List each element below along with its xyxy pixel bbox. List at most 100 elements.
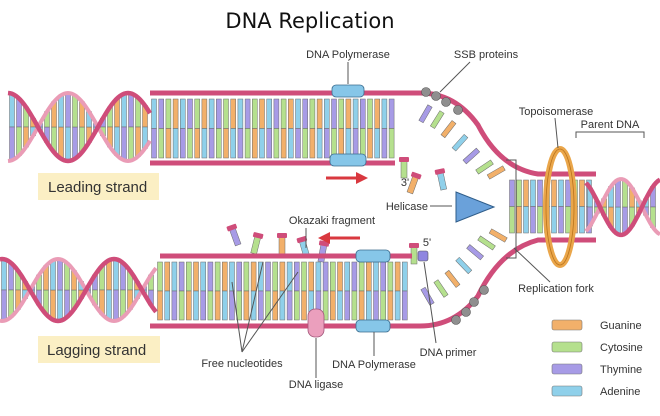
base-pair-top xyxy=(295,98,301,129)
dna-polymerase-top-lower xyxy=(329,153,367,167)
base-pair-bottom xyxy=(551,206,557,234)
unpaired-base xyxy=(462,147,481,165)
base-pair-bottom xyxy=(330,290,336,321)
base-pair-top xyxy=(381,98,388,129)
base-pair-top xyxy=(121,93,127,128)
base-pair-top xyxy=(509,179,515,207)
base-pair-bottom xyxy=(201,128,208,159)
free-nucleotide xyxy=(317,240,330,263)
base-pair-bottom xyxy=(50,259,56,291)
base-pair-top xyxy=(58,126,64,159)
base-pair-bottom xyxy=(360,128,366,159)
base-pair-top xyxy=(186,261,192,292)
base-pair-top xyxy=(216,98,222,129)
base-pair-top xyxy=(367,98,373,129)
base-pair-top xyxy=(237,98,244,129)
base-pair-top xyxy=(402,261,408,292)
legend-label-cytosine: Cytosine xyxy=(600,342,643,354)
base-pair-top xyxy=(394,261,401,292)
base-pair-top xyxy=(308,261,314,292)
base-pair-top xyxy=(387,261,394,292)
five-prime-label: 5' xyxy=(423,237,431,249)
nucleotide-base xyxy=(400,159,408,179)
base-pair-top xyxy=(223,98,229,129)
base-pair-bottom xyxy=(294,290,300,321)
base-pair-bottom xyxy=(316,128,323,159)
unpaired-base xyxy=(444,269,461,288)
ssb-protein xyxy=(421,87,431,97)
unpaired-base xyxy=(475,159,494,175)
base-pair-top xyxy=(230,98,236,129)
free-nucleotide xyxy=(399,157,409,179)
base-pair-bottom xyxy=(180,128,186,159)
base-pair-bottom xyxy=(286,290,293,321)
base-pair-top xyxy=(259,98,265,129)
legend-label-guanine: Guanine xyxy=(600,320,642,332)
helicase-label: Helicase xyxy=(386,201,428,213)
unpaired-base xyxy=(418,104,433,124)
base-pair-top xyxy=(358,261,365,292)
base-pair-top xyxy=(344,261,350,292)
base xyxy=(488,228,508,243)
base-pair-bottom xyxy=(229,290,235,321)
base-pair-bottom xyxy=(237,128,244,159)
legend-swatch-thymine xyxy=(551,363,583,375)
base-pair-top xyxy=(72,126,78,159)
base-pair-top xyxy=(172,98,179,129)
unpaired-base xyxy=(451,133,469,152)
replication-fork-bracket xyxy=(506,159,517,259)
legend-label-adenine: Adenine xyxy=(600,386,640,398)
base-pair-top xyxy=(9,93,15,128)
base-pair-bottom xyxy=(121,126,127,161)
ssb-protein xyxy=(453,105,463,115)
base-pair-bottom xyxy=(178,290,185,321)
base-pair-top xyxy=(194,98,200,129)
base-pair-bottom xyxy=(381,128,388,159)
base-pair-bottom xyxy=(172,128,179,159)
base-pair-top xyxy=(388,98,395,129)
base-pair-top xyxy=(229,261,235,292)
dna-polymerase-bottom-lower xyxy=(355,319,391,333)
unpaired-base xyxy=(477,235,496,251)
ssb-protein xyxy=(479,285,489,295)
base-pair-top xyxy=(579,179,585,207)
dna-ligase xyxy=(307,308,325,338)
base-pair-top xyxy=(266,98,272,129)
base-pair-bottom xyxy=(193,290,199,321)
page-title: DNA Replication xyxy=(225,9,394,33)
base-pair-bottom xyxy=(352,128,359,159)
okazaki-fragment-label: Okazaki fragment xyxy=(289,215,375,227)
base-pair-top xyxy=(57,289,63,322)
right-helix-back-strand xyxy=(584,177,660,237)
base-pair-top xyxy=(330,261,336,292)
base-pair-bottom xyxy=(394,290,401,321)
base-pair-bottom xyxy=(295,128,301,159)
base xyxy=(462,147,481,165)
unpaired-base xyxy=(429,110,445,129)
unpaired-base xyxy=(420,286,435,306)
proteins xyxy=(307,84,577,338)
base-pair-bottom xyxy=(207,290,214,321)
ssb-protein xyxy=(451,315,461,325)
unpaired-base xyxy=(466,244,484,261)
base-pair-bottom xyxy=(388,128,395,159)
leading-arrowhead xyxy=(356,172,368,184)
dna-primer-label: DNA primer xyxy=(420,347,477,359)
base-pair-bottom xyxy=(301,290,307,321)
base-pair-bottom xyxy=(57,258,63,291)
callout-free-nucleotides-3 xyxy=(241,271,299,353)
unpaired-base xyxy=(488,228,508,243)
base-pair-top xyxy=(50,289,56,321)
free-nucleotide xyxy=(277,233,287,255)
base-pair-bottom xyxy=(558,206,564,234)
top-left-helix-front-strand xyxy=(7,90,152,164)
dna-polymerase-bottom xyxy=(355,249,391,263)
base-pair-bottom xyxy=(65,92,71,128)
base-pair-top xyxy=(187,98,193,129)
okazaki-arrowhead xyxy=(318,232,330,244)
base-pair-bottom xyxy=(358,290,365,321)
base-pair-top xyxy=(178,261,185,292)
base-pair-bottom xyxy=(186,290,192,321)
base-pair-top xyxy=(157,261,163,292)
